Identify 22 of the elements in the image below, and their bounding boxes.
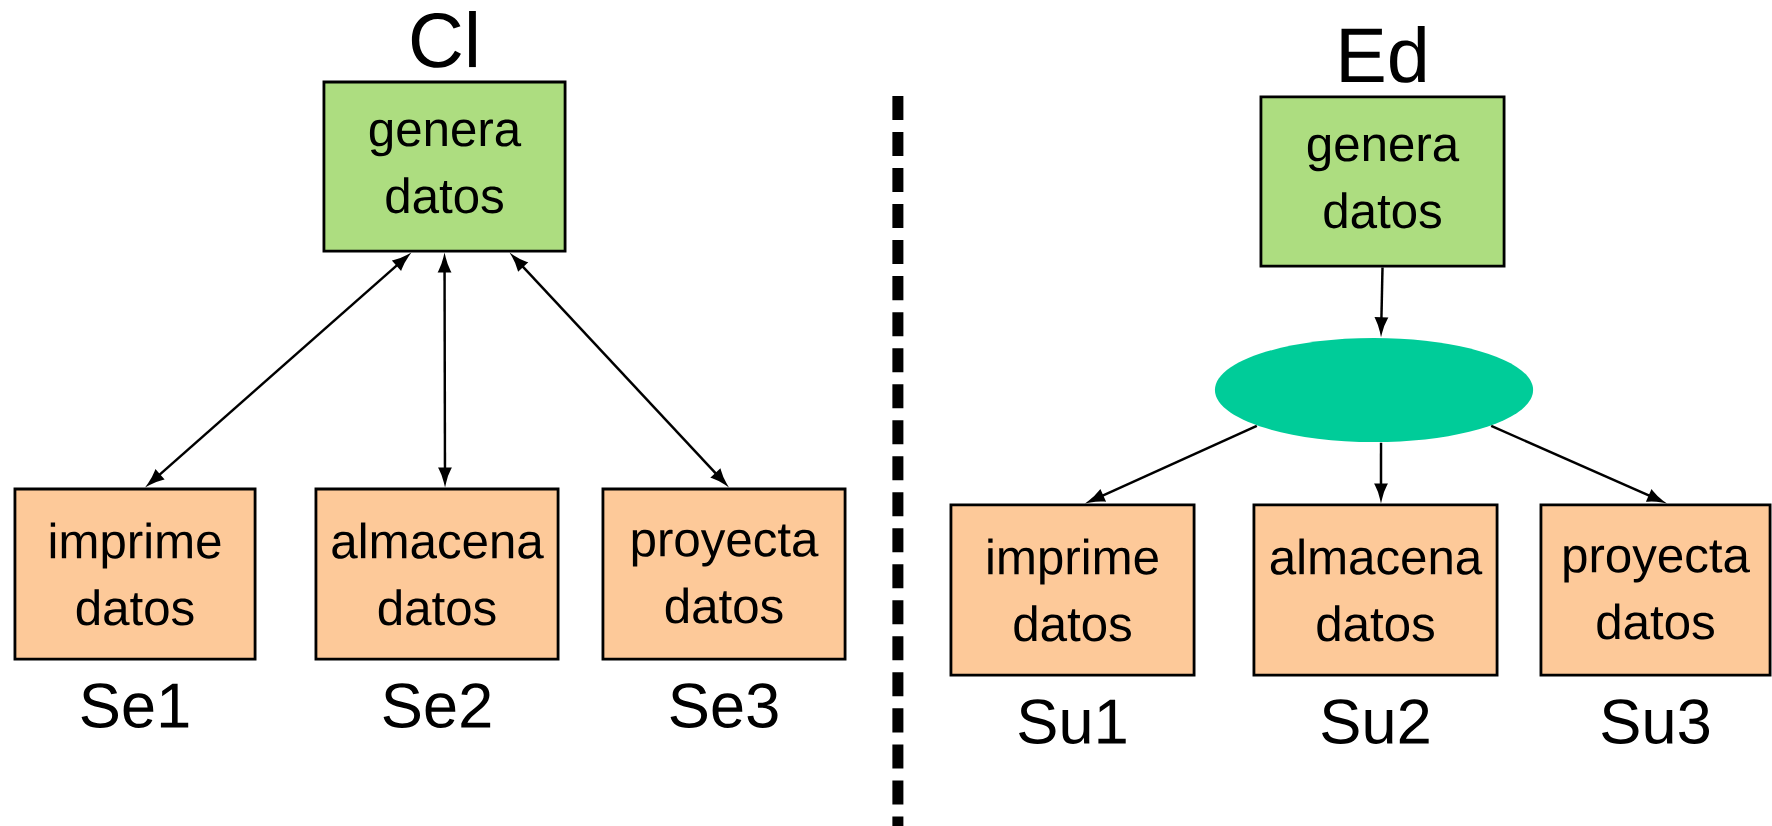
process-box: imprime datos [13, 487, 257, 661]
arrow [512, 255, 727, 485]
arrow [1490, 424, 1664, 503]
node-caption: Se1 [81, 683, 189, 728]
process-box: almacena datos [314, 487, 560, 661]
node-caption: Se3 [670, 683, 778, 728]
node-caption: Su2 [1322, 699, 1429, 744]
process-box: proyecta datos [1539, 503, 1772, 677]
arrow [147, 254, 409, 486]
process-box: proyecta datos [601, 487, 847, 661]
column-title: Ed [1341, 26, 1425, 83]
column-title: Cl [411, 11, 476, 68]
node-caption: Su3 [1602, 699, 1710, 744]
ellipse-shape [1214, 338, 1534, 443]
process-box: genera datos [1259, 95, 1506, 268]
node-caption: Su1 [1019, 699, 1126, 744]
process-box: genera datos [322, 80, 567, 253]
node-caption: Se2 [383, 683, 491, 728]
process-box: almacena datos [1252, 503, 1499, 677]
process-box: imprime datos [949, 503, 1196, 677]
arrow [1375, 267, 1388, 334]
arrow [1088, 424, 1258, 503]
